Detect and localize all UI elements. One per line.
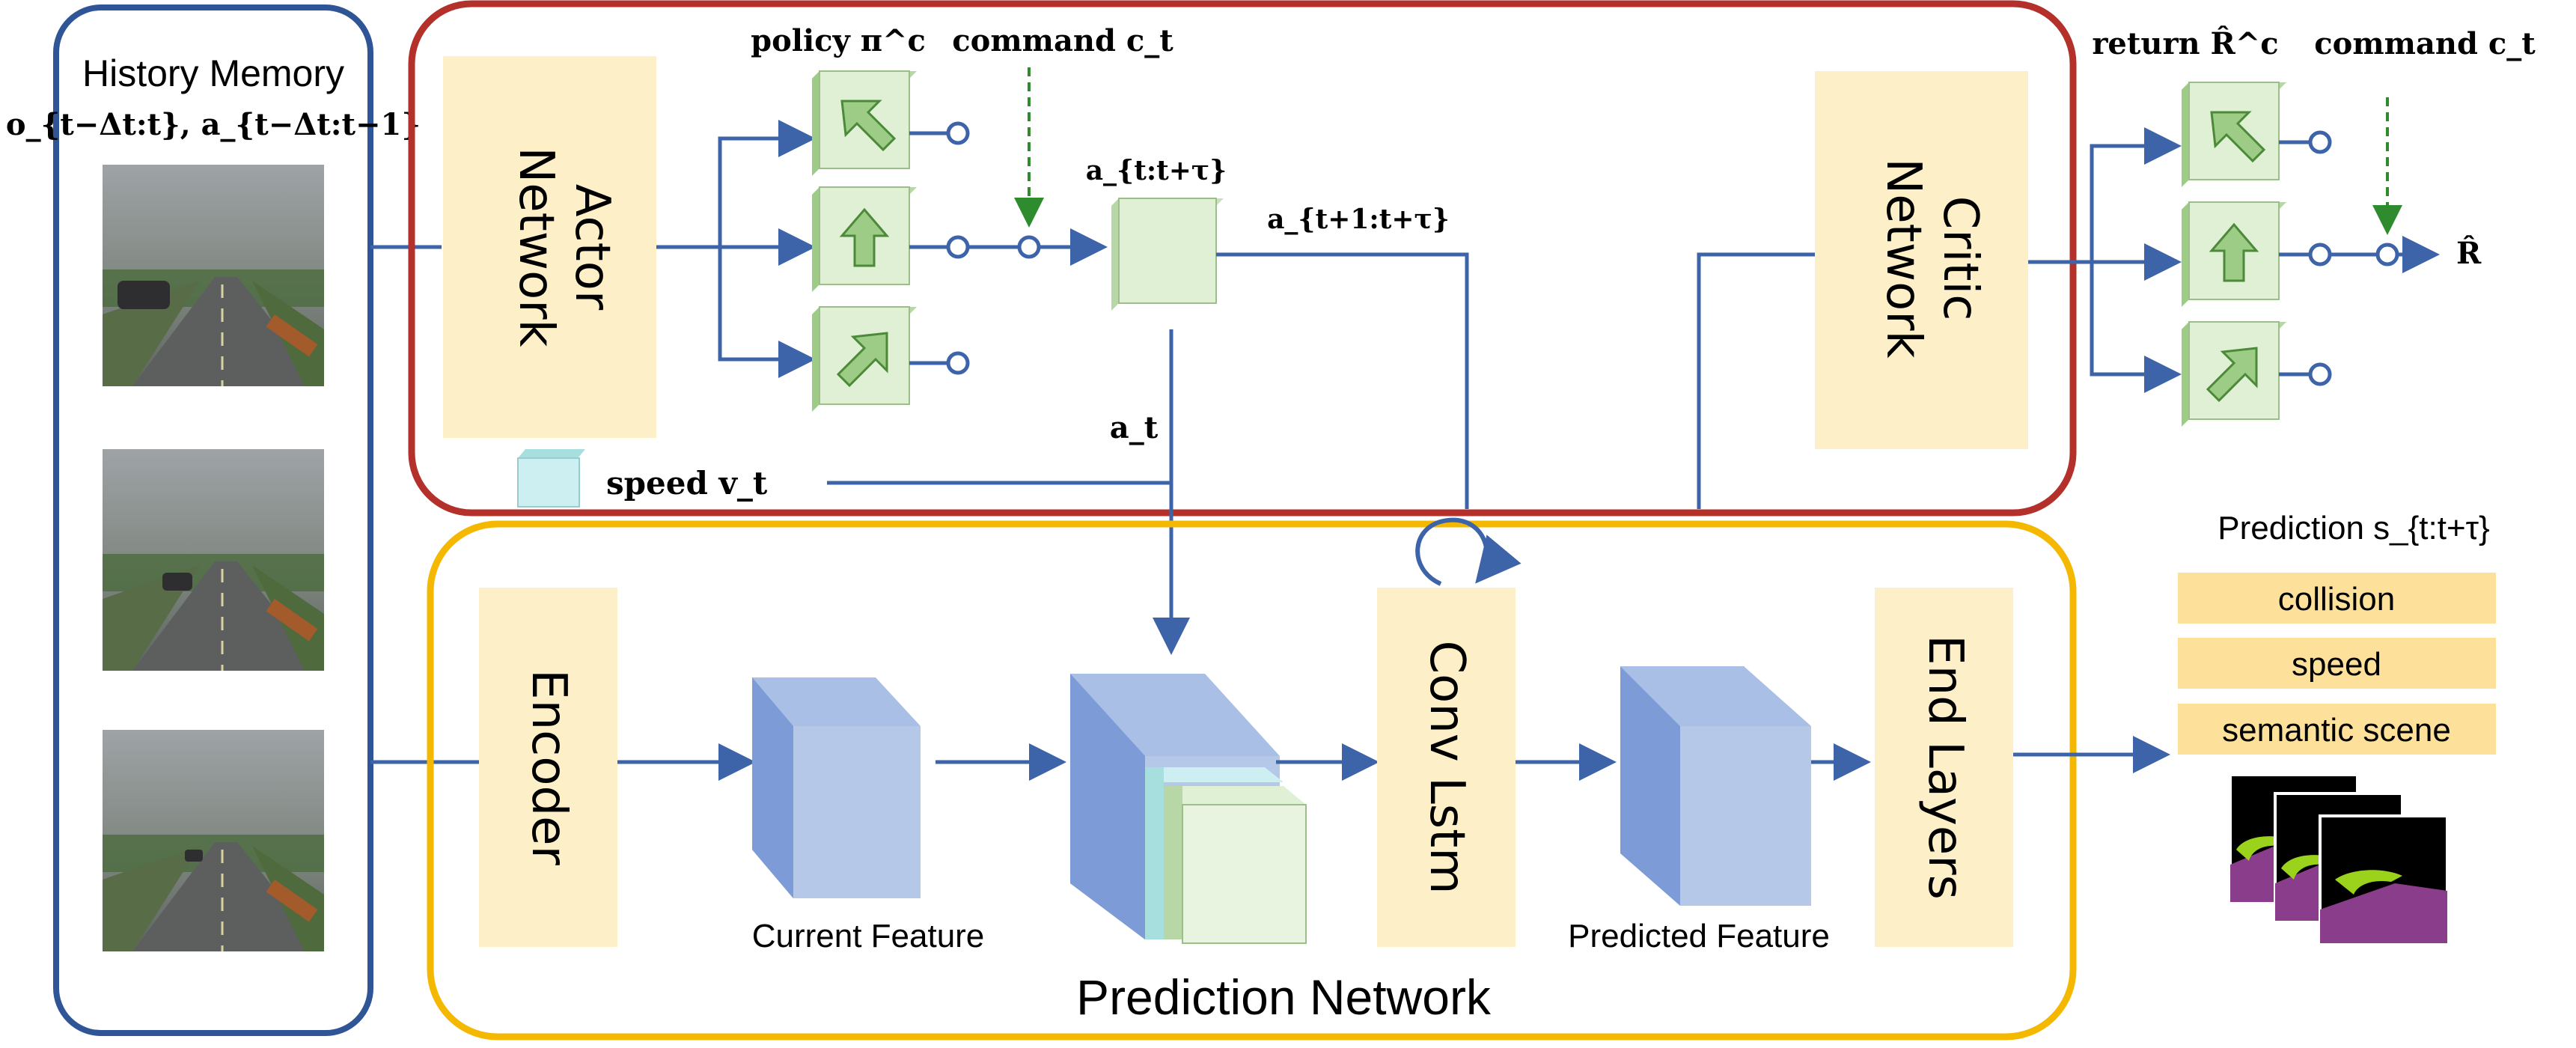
policy-label: policy π^c: [751, 23, 926, 58]
critic-network-label-1: Critic: [1932, 196, 1988, 321]
history-memory-subtitle: o_{t−Δt:t}, a_{t−Δt:t−1}: [6, 107, 421, 142]
policy-right-box: [812, 306, 917, 412]
switch-node: [946, 235, 970, 259]
action-next-label: a_{t+1:t+τ}: [1267, 204, 1450, 235]
end-layers-label: End Layers: [1917, 635, 1973, 900]
recurrence-loop-icon: [1415, 517, 1522, 586]
speed-box: [517, 449, 585, 508]
output-bar-speed: [2178, 638, 2496, 689]
return-label: return R̂^c: [2092, 26, 2278, 61]
actor-to-left-arrow: [718, 120, 816, 247]
actor-command-label: command c_t: [952, 23, 1173, 58]
action-seq-box: [1111, 198, 1224, 311]
switch-node: [1017, 235, 1041, 259]
critic-to-right-arrow: [2090, 262, 2182, 393]
switch-node: [2375, 243, 2399, 266]
arrow-up-icon: [2209, 222, 2259, 282]
current-feature-cuboid: [752, 677, 921, 898]
arrow-up-right-icon: [836, 332, 888, 388]
actor-critic-panel: [408, 0, 2077, 517]
critic-network-block: [1815, 71, 2028, 449]
output-label-semantic-scene: semantic scene: [2222, 712, 2451, 749]
policy-left-box: [812, 70, 917, 176]
feature-to-critic-line: [1697, 252, 1815, 509]
switch-node: [946, 351, 970, 375]
action-label: a_t: [1110, 410, 1159, 445]
return-output-label: R̂: [2456, 236, 2482, 271]
actor-to-right-arrow: [718, 247, 816, 378]
action-seq-label: a_{t:t+τ}: [1086, 155, 1227, 186]
arrow-up-right-icon: [2206, 347, 2258, 403]
speed-label: speed v_t: [606, 465, 768, 502]
switch-node: [946, 121, 970, 145]
arrow-up-icon: [839, 207, 890, 267]
critic-to-left-arrow: [2090, 127, 2182, 262]
camera-frame-3: [101, 728, 326, 953]
actor-network-label-1: Actor: [564, 184, 620, 311]
prediction-network-title: Prediction Network: [1076, 969, 1492, 1025]
output-bar-semantic-scene: [2178, 704, 2496, 755]
conv-lstm-block: [1377, 588, 1516, 947]
switch-node: [2308, 243, 2332, 266]
camera-frame-2: [101, 448, 326, 672]
prediction-outputs-title: Prediction s_{t:t+τ}: [2218, 510, 2490, 546]
policy-straight-box: [812, 186, 917, 292]
encoder-block: [479, 588, 617, 947]
critic-network-label-2: Network: [1875, 158, 1931, 358]
output-label-collision: collision: [2278, 581, 2396, 618]
history-memory-title: History Memory: [82, 52, 344, 94]
output-label-speed: speed: [2292, 646, 2381, 683]
end-layers-block: [1875, 588, 2013, 947]
camera-frame-1: [101, 163, 326, 388]
switch-node: [2308, 130, 2332, 154]
arrow-up-left-icon: [2210, 111, 2266, 163]
output-bar-collision: [2178, 573, 2496, 624]
concat-feature-cuboid: [1070, 674, 1307, 944]
conv-lstm-label: Conv Lstm: [1419, 640, 1474, 894]
history-memory-panel: [53, 4, 373, 1036]
predicted-feature-label: Predicted Feature: [1568, 918, 1830, 954]
prediction-network-panel: [427, 520, 2077, 1041]
semantic-scene-stack: [2229, 773, 2449, 945]
current-feature-label: Current Feature: [752, 918, 985, 954]
arrow-up-left-icon: [840, 100, 897, 152]
encoder-label: Encoder: [521, 669, 576, 865]
actor-network-block: [443, 56, 656, 438]
return-right-box: [2182, 321, 2286, 427]
return-straight-box: [2182, 201, 2286, 307]
action-next-line: [1216, 252, 1469, 509]
switch-node: [2308, 362, 2332, 386]
predicted-feature-cuboid: [1620, 666, 1811, 906]
actor-network-label-2: Network: [508, 147, 564, 347]
return-left-box: [2182, 82, 2286, 187]
critic-command-label: command c_t: [2314, 26, 2536, 61]
